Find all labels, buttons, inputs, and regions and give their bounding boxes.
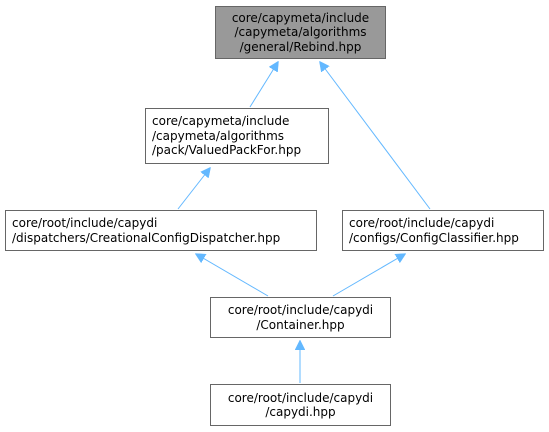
node-capydi-line-2: /capydi.hpp xyxy=(265,405,336,419)
node-container-line-2: /Container.hpp xyxy=(256,317,345,332)
edge-valuedpackfor-to-rebind xyxy=(249,62,278,108)
node-valuedpackfor-line-2: /capymeta/algorithms xyxy=(152,128,285,143)
node-creationalconfigdispatcher-line-2: /dispatchers/CreationalConfigDispatcher.… xyxy=(12,230,281,245)
edge-configclassifier-to-rebind xyxy=(320,62,431,210)
node-creationalconfigdispatcher-hpp[interactable]: core/root/include/capydi /dispatchers/Cr… xyxy=(5,210,317,251)
edge-container-to-configclassifier xyxy=(332,254,405,297)
node-capydi-hpp[interactable]: core/root/include/capydi /capydi.hpp xyxy=(210,384,391,426)
node-valuedpackfor-line-3: /pack/ValuedPackFor.hpp xyxy=(152,143,302,158)
node-rebind-line-1: core/capymeta/include xyxy=(231,10,370,25)
node-configclassifier-hpp[interactable]: core/root/include/capydi /configs/Config… xyxy=(342,210,544,251)
node-configclassifier-line-2: /configs/ConfigClassifier.hpp xyxy=(349,230,519,245)
edge-container-to-creationalconfigdispatcher xyxy=(196,254,269,297)
node-rebind-hpp: core/capymeta/include /capymeta/algorith… xyxy=(215,6,386,59)
edge-creationalconfigdispatcher-to-valuedpackfor xyxy=(177,168,210,210)
node-container-line-1: core/root/include/capydi xyxy=(227,303,374,317)
node-configclassifier-line-1: core/root/include/capydi xyxy=(349,216,495,230)
node-container-hpp[interactable]: core/root/include/capydi /Container.hpp xyxy=(210,297,391,338)
node-valuedpackfor-hpp[interactable]: core/capymeta/include /capymeta/algorith… xyxy=(145,108,329,164)
node-rebind-line-2: /capymeta/algorithms xyxy=(234,25,367,40)
node-creationalconfigdispatcher-line-1: core/root/include/capydi xyxy=(12,216,158,230)
node-capydi-line-1: core/root/include/capydi xyxy=(227,390,374,405)
node-rebind-line-3: /general/Rebind.hpp xyxy=(239,39,362,54)
node-valuedpackfor-line-1: core/capymeta/include xyxy=(152,114,290,129)
